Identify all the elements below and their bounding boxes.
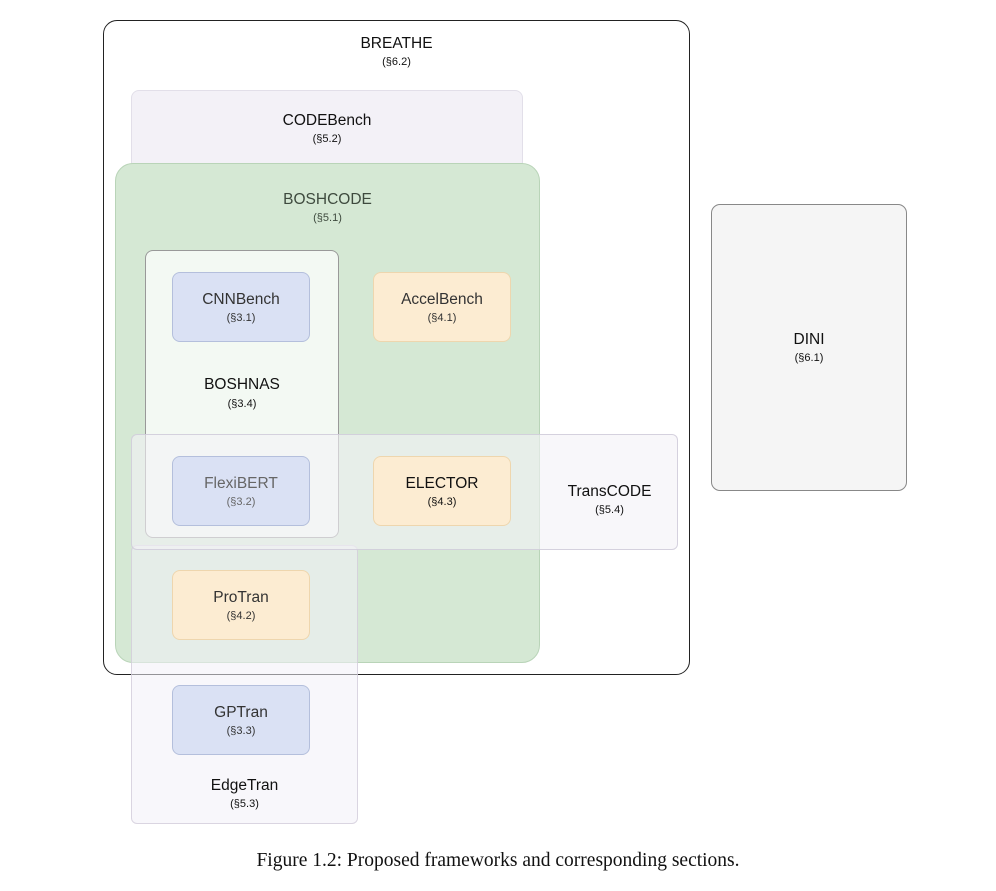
cnnbench-box: CNNBench (§3.1) <box>172 272 310 342</box>
dini-box: DINI (§6.1) <box>711 204 907 491</box>
flexibert-section: (§3.2) <box>226 496 256 508</box>
boshnas-section: (§3.4) <box>227 398 257 410</box>
flexibert-box: FlexiBERT (§3.2) <box>172 456 310 526</box>
accelbench-box: AccelBench (§4.1) <box>373 272 511 342</box>
cnnbench-section: (§3.1) <box>226 312 256 324</box>
breathe-name: BREATHE <box>360 35 433 52</box>
accelbench-name: AccelBench <box>401 291 483 308</box>
dini-name: DINI <box>793 331 825 348</box>
elector-box: ELECTOR (§4.3) <box>373 456 511 526</box>
boshnas-name: BOSHNAS <box>204 376 280 393</box>
elector-section: (§4.3) <box>427 496 457 508</box>
figure-caption: Figure 1.2: Proposed frameworks and corr… <box>256 850 740 871</box>
protran-box: ProTran (§4.2) <box>172 570 310 640</box>
boshcode-section: (§5.1) <box>313 212 342 224</box>
accelbench-section: (§4.1) <box>427 312 457 324</box>
dini-section: (§6.1) <box>794 352 824 364</box>
edgetran-section: (§5.3) <box>230 798 259 810</box>
protran-section: (§4.2) <box>226 610 256 622</box>
breathe-section: (§6.2) <box>382 56 411 68</box>
codebench-box: CODEBench (§5.2) <box>131 90 523 170</box>
codebench-section: (§5.2) <box>312 133 342 145</box>
edgetran-name: EdgeTran <box>210 777 279 794</box>
codebench-name: CODEBench <box>282 112 372 129</box>
gptran-name: GPTran <box>214 704 268 721</box>
gptran-section: (§3.3) <box>226 725 256 737</box>
boshcode-name: BOSHCODE <box>283 191 372 208</box>
protran-name: ProTran <box>213 589 269 606</box>
gptran-box: GPTran (§3.3) <box>172 685 310 755</box>
flexibert-name: FlexiBERT <box>204 475 278 492</box>
transcode-name: TransCODE <box>567 483 652 500</box>
transcode-section: (§5.4) <box>595 504 624 516</box>
elector-name: ELECTOR <box>405 475 479 492</box>
cnnbench-name: CNNBench <box>202 291 280 308</box>
